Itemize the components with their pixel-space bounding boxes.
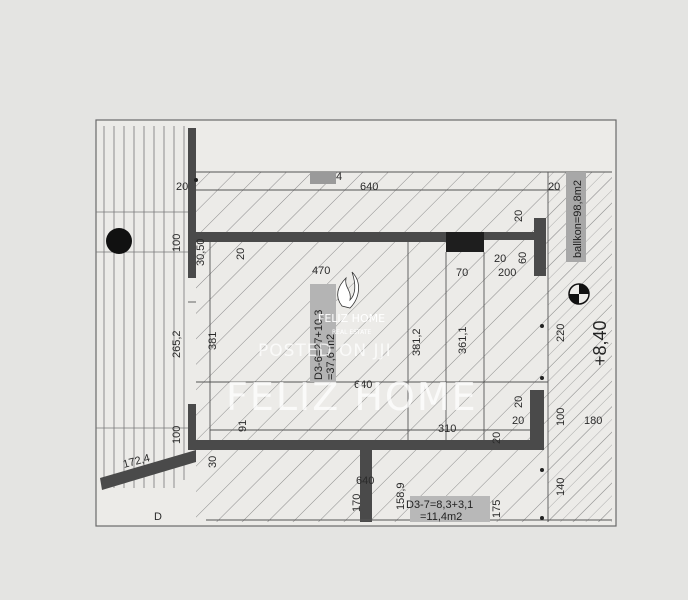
- room-area-line1: D3-6=27+10,3: [313, 310, 325, 380]
- dim-381-2: 381,2: [411, 328, 423, 356]
- dim-top-20-right: 20: [548, 181, 560, 193]
- flame-logo-icon: [337, 271, 359, 309]
- watermark-logo-line2: REAL ESTATE: [332, 329, 371, 336]
- watermark-logo-line1: FELIZ HOME: [318, 312, 385, 325]
- dim-200: 200: [498, 267, 516, 279]
- bottom-area-line1: D3-7=8,3+3,1: [406, 499, 473, 511]
- dim-20-a: 20: [513, 210, 525, 222]
- dim-70: 70: [456, 267, 468, 279]
- column-marker-icon: [106, 228, 132, 254]
- dim-640-mid: 640: [354, 379, 372, 391]
- watermark-brand: FELIZ HOME: [226, 375, 478, 419]
- room-area-line2: =37,6 m2: [325, 334, 337, 380]
- dim-265-2: 265,2: [171, 330, 183, 358]
- dim-30-50: 30,50: [195, 238, 207, 266]
- dim-100-left: 100: [171, 234, 183, 252]
- dim-220: 220: [555, 324, 567, 342]
- bottom-area-tag: [410, 496, 490, 522]
- dim-20-b: 20: [494, 253, 506, 265]
- dim-30-low: 30: [207, 456, 219, 468]
- bottom-area-line2: =11,4m2: [420, 511, 462, 523]
- marker-4: 4: [336, 171, 342, 183]
- tag-4: [310, 172, 336, 184]
- room-area-tag: [310, 284, 336, 382]
- dim-top-20-left: 20: [176, 181, 188, 193]
- elevation-symbol-icon: [568, 283, 590, 305]
- dim-640-low: 640: [356, 475, 374, 487]
- dim-170: 170: [351, 494, 363, 512]
- dim-180: 180: [584, 415, 602, 427]
- dim-top-640: 640: [360, 181, 378, 193]
- dimension-labels: 640 20 20 4 20 60 200 20 100 30,50 20 47…: [122, 171, 603, 523]
- plan-lines: [188, 171, 612, 522]
- dim-361-1: 361,1: [457, 326, 469, 354]
- dim-310: 310: [438, 423, 456, 435]
- balcony-area-tag: [566, 172, 586, 262]
- tick-marks: [194, 178, 544, 520]
- dim-175: 175: [491, 500, 503, 518]
- dim-20-d: 20: [512, 415, 524, 427]
- watermark-logo: FELIZ HOME REAL ESTATE: [318, 271, 385, 336]
- balcony-area-label: ballkon=98,8m2: [572, 180, 584, 258]
- dim-470: 470: [312, 265, 330, 277]
- walls: [100, 128, 546, 522]
- dim-91: 91: [237, 420, 249, 432]
- dim-140: 140: [555, 478, 567, 496]
- marker-d: D: [154, 511, 162, 523]
- elevation-label: +8,40: [590, 320, 610, 366]
- left-strip: [96, 126, 196, 488]
- dim-20-e: 20: [491, 432, 503, 444]
- dim-381: 381: [207, 332, 219, 350]
- watermark-posted: POSTED ON JJI: [258, 341, 392, 361]
- dim-100-right: 100: [555, 408, 567, 426]
- dim-100-left-low: 100: [171, 426, 183, 444]
- dim-60: 60: [517, 252, 529, 264]
- dim-158-9: 158,9: [395, 482, 407, 510]
- dim-20-c: 20: [235, 248, 247, 260]
- dim-20-f: 20: [513, 396, 525, 408]
